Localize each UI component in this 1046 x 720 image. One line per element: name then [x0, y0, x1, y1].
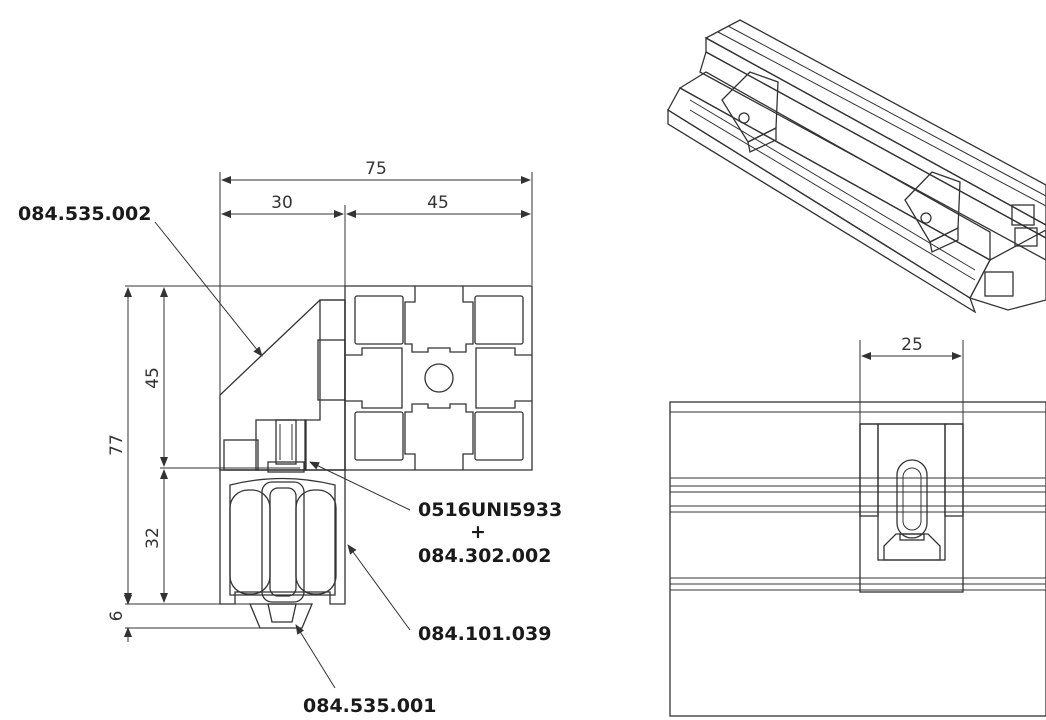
callout-trolley: 084.101.039 — [418, 623, 551, 645]
dimension-45-horizontal: 45 — [346, 193, 531, 218]
trolley-housing — [219, 469, 346, 605]
callout-screw-line1: 0516UNI5933 — [418, 499, 562, 521]
dimension-45-vertical: 45 — [143, 287, 168, 467]
dimension-77-label: 77 — [107, 434, 127, 456]
dimension-32-label: 32 — [143, 527, 163, 549]
dimension-6: 6 — [107, 590, 132, 642]
bracket-front — [859, 423, 964, 593]
angle-bracket — [219, 299, 346, 471]
dimension-77: 77 — [107, 287, 132, 603]
aluminium-profile-section — [344, 285, 533, 471]
dimension-6-label: 6 — [107, 611, 127, 622]
dimension-45-vertical-label: 45 — [143, 367, 163, 389]
callout-screw-line2: 084.302.002 — [418, 545, 551, 567]
roller-wheels — [229, 481, 337, 603]
end-cap — [249, 603, 313, 629]
dimension-75: 75 — [221, 159, 531, 184]
callout-screw-plus: + — [470, 521, 486, 543]
front-view: 25 — [669, 335, 1046, 717]
dimension-75-label: 75 — [365, 159, 387, 179]
callout-bracket: 084.535.002 — [18, 203, 151, 225]
dimension-25: 25 — [861, 335, 962, 360]
screw — [267, 419, 305, 473]
dimension-30-label: 30 — [271, 193, 293, 213]
callout-cap: 084.535.001 — [303, 695, 436, 717]
dimension-32: 32 — [143, 469, 168, 603]
dimension-45-horizontal-label: 45 — [427, 193, 449, 213]
dimension-30: 30 — [221, 193, 344, 218]
isometric-view — [667, 19, 1046, 314]
dimension-25-label: 25 — [901, 335, 923, 355]
cross-section-view: 75 30 45 77 45 32 6 — [18, 159, 562, 717]
